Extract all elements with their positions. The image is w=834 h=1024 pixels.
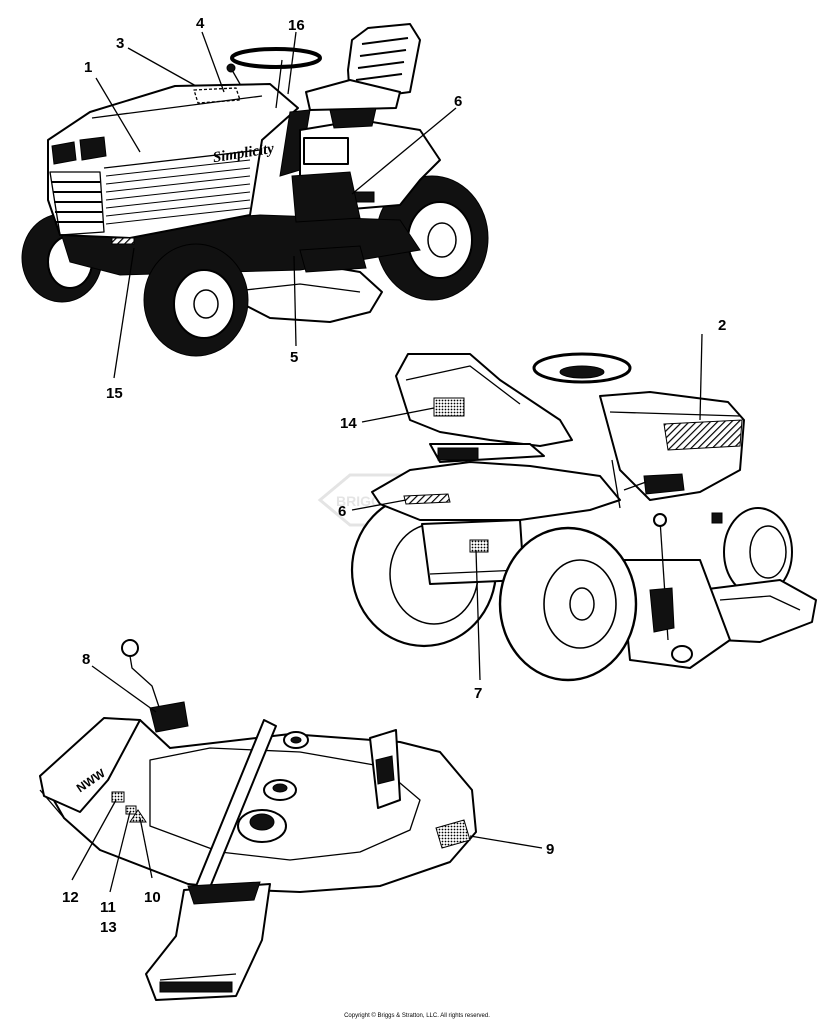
leader-lines [71,31,703,893]
callout-8: 8 [82,651,90,668]
callout-7: 7 [474,685,482,702]
rear-fender [371,461,621,585]
callout-12: 12 [62,889,79,906]
rear-view-right-tire [498,526,638,682]
deck-lift-handle [121,639,189,733]
callout-10: 10 [144,889,161,906]
callout-5: 5 [290,349,298,366]
tractor-front-view: Simplicity [21,23,489,357]
callout-1: 1 [84,59,92,76]
callout-labels: 1 2 3 4 5 6 6 7 8 9 10 11 12 13 14 15 16 [62,15,726,936]
callout-11: 11 [100,899,116,916]
callout-14: 14 [340,415,357,432]
tractor-seat [305,23,421,129]
callout-13: 13 [100,919,117,936]
callout-9: 9 [546,841,554,858]
front-tire-right [143,243,249,357]
callout-15: 15 [106,385,123,402]
copyright-notice: Copyright © Briggs & Stratton, LLC. All … [344,1013,490,1019]
callout-3: 3 [116,35,124,52]
callout-6-front: 6 [454,93,462,110]
callout-4: 4 [196,15,205,32]
tractor-rear-view [350,352,817,682]
callout-6-rear: 6 [338,503,346,520]
deck-pulleys [237,731,309,843]
callout-16: 16 [288,17,305,34]
deck-lift-linkage [649,513,693,663]
callout-2: 2 [718,317,726,334]
steering-wheel [226,47,322,109]
rear-view-seat [395,353,573,463]
mower-deck-view: NWW [39,639,477,1001]
tractor-hood: Simplicity [47,83,299,245]
